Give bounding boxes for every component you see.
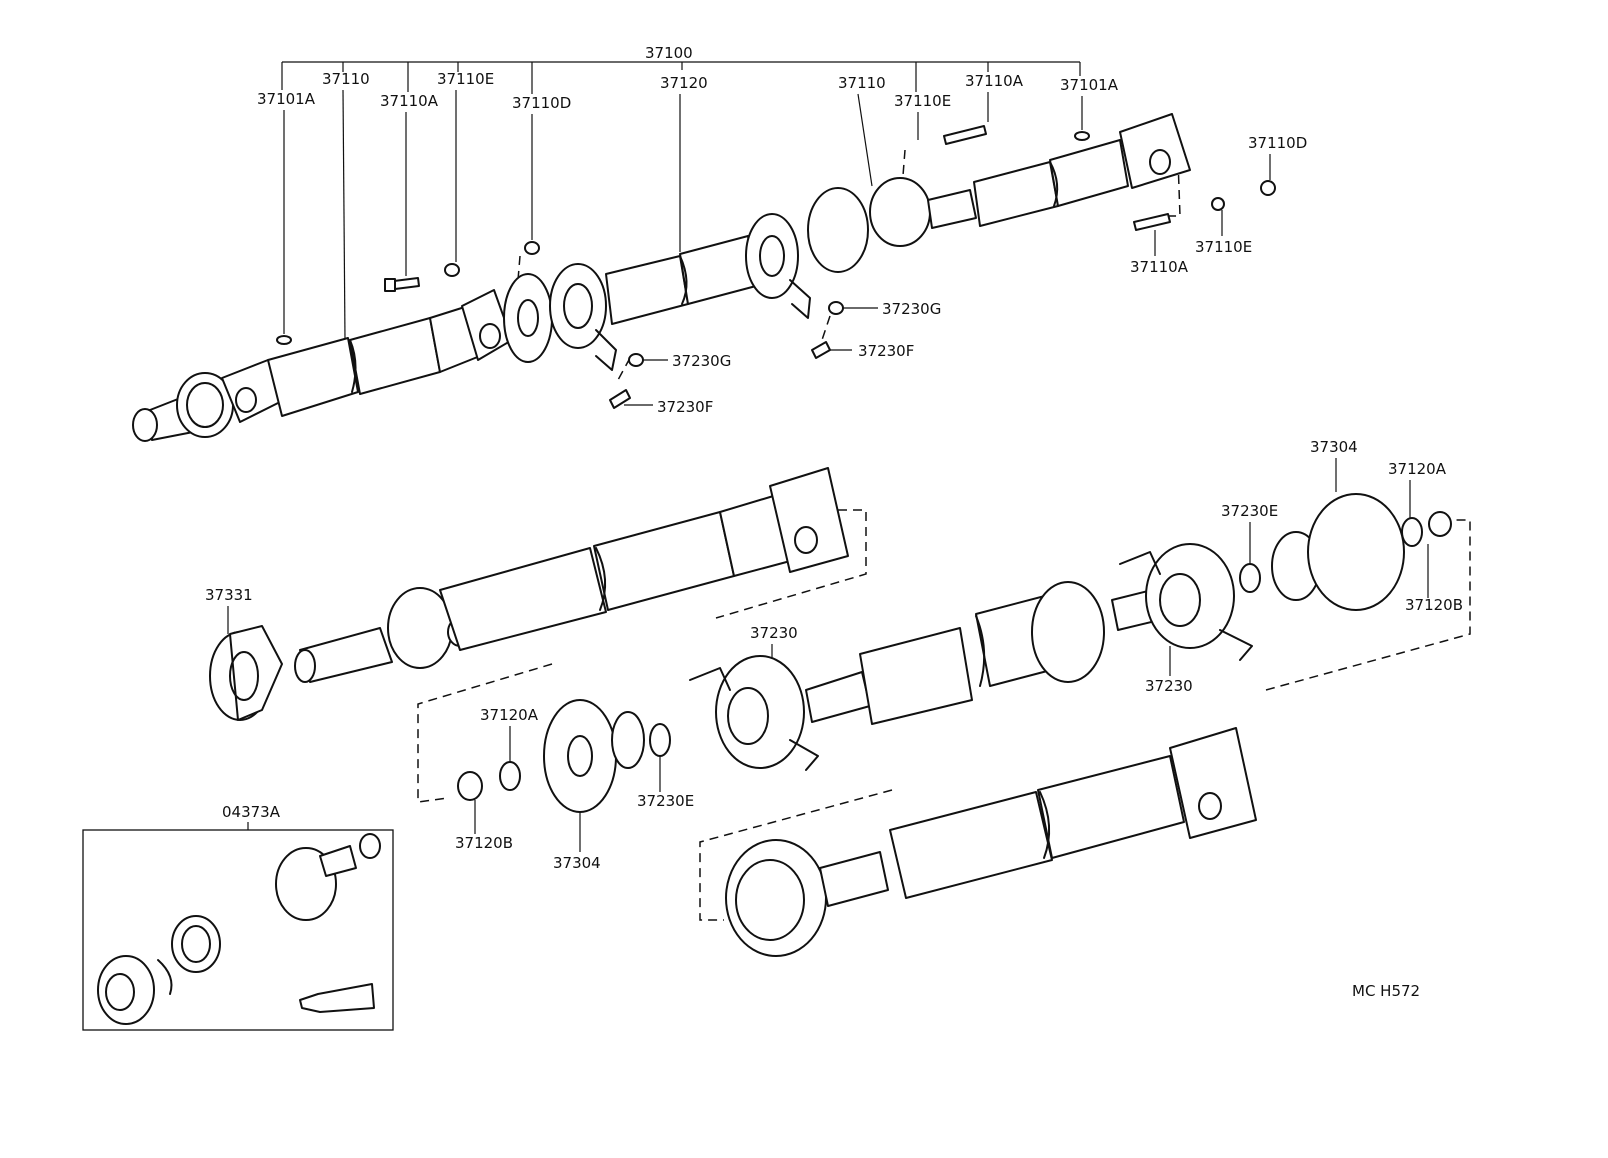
washer-37120a-left-icon	[499, 761, 521, 791]
label-37230g-left: 37230G	[672, 352, 731, 370]
label-37230g-right: 37230G	[882, 300, 941, 318]
label-37110a-lower: 37110A	[1130, 258, 1189, 276]
label-37230-left: 37230	[750, 624, 798, 642]
part-labels: 37100 37110 37110E 37101A 37110A 37110D …	[205, 44, 1463, 1000]
nut-icon	[444, 263, 460, 277]
cv-boot-kit-icon	[275, 847, 337, 921]
label-37101a-right: 37101A	[1060, 76, 1119, 94]
label-37230f-right: 37230F	[858, 342, 914, 360]
rear-shaft-section	[725, 727, 1257, 957]
label-37110e-lower: 37110E	[1195, 238, 1252, 256]
label-37110d-right: 37110D	[1248, 134, 1307, 152]
flange-37304-icon	[1307, 493, 1405, 611]
end-yoke-rear-icon	[1169, 727, 1257, 839]
tube-37110-right-icon	[973, 161, 1059, 227]
hardware-top	[276, 125, 1276, 409]
center-bearing-icon	[549, 263, 607, 349]
label-04373a: 04373A	[222, 803, 281, 821]
tube-37120-icon	[605, 255, 689, 325]
label-37230e-left: 37230E	[637, 792, 694, 810]
label-37120: 37120	[660, 74, 708, 92]
label-37110a-right: 37110A	[965, 72, 1024, 90]
tube-center-icon	[859, 627, 973, 725]
label-37120a-right: 37120A	[1388, 460, 1447, 478]
bolt-icon-2	[609, 389, 631, 409]
splined-shaft-icon	[805, 671, 871, 723]
companion-flange-icon	[503, 273, 553, 363]
label-37110-left: 37110	[322, 70, 370, 88]
label-37230-right: 37230	[1145, 677, 1193, 695]
label-37120a-left: 37120A	[480, 706, 539, 724]
oil-seal-37331	[209, 625, 283, 721]
washer-icon	[276, 335, 292, 345]
label-37110d-left: 37110D	[512, 94, 571, 112]
nut-icon-2	[524, 241, 540, 255]
center-bearing-37230-left-icon	[715, 655, 805, 769]
label-37120b-left: 37120B	[455, 834, 513, 852]
label-37100: 37100	[645, 44, 693, 62]
label-37110e-right: 37110E	[894, 92, 951, 110]
flange-center-icon	[1031, 581, 1105, 683]
tube-rear-icon	[889, 791, 1053, 899]
lower-flange-parts	[457, 699, 671, 813]
bolt-icon-3	[811, 341, 831, 359]
leader-lines	[227, 61, 1429, 852]
center-bearing-37230-right-icon	[1145, 543, 1235, 649]
grease-tube-icon	[299, 983, 375, 1013]
label-37101a-left: 37101A	[257, 90, 316, 108]
cv-boot-icon	[869, 177, 931, 247]
propeller-shaft-assembly	[132, 113, 1191, 442]
label-37110-right: 37110	[838, 74, 886, 92]
nut-icon-5	[1260, 180, 1276, 196]
bolt-icon-5	[1133, 213, 1171, 231]
tube-front-icon	[439, 547, 607, 651]
kit-box	[82, 829, 394, 1031]
center-bearing-2-icon	[745, 213, 799, 299]
flange-37304-left-icon	[543, 699, 617, 813]
label-37304-right: 37304	[1310, 438, 1358, 456]
gasket-icon	[171, 915, 221, 973]
center-section	[689, 493, 1452, 771]
label-37230e-right: 37230E	[1221, 502, 1278, 520]
front-shaft-section	[294, 467, 849, 683]
diagram-code: MC H572	[1352, 982, 1420, 1000]
washer-icon-2	[1074, 131, 1090, 141]
label-37331: 37331	[205, 586, 253, 604]
boot-kit-04373a	[82, 829, 394, 1031]
end-yoke-front-icon	[769, 467, 849, 573]
tube-37110-left-icon	[267, 337, 359, 417]
nut-icon-6	[1211, 197, 1225, 211]
label-37120b-right: 37120B	[1405, 596, 1463, 614]
label-37304-left: 37304	[553, 854, 601, 872]
nut-icon-3	[628, 353, 644, 367]
flange-37110-icon	[807, 187, 869, 273]
label-37110e-left: 37110E	[437, 70, 494, 88]
snap-ring-left-icon	[649, 723, 671, 757]
bolt-icon-4	[943, 125, 987, 145]
snap-ring-icon	[1239, 563, 1261, 593]
nut-37120b-icon	[1428, 511, 1452, 537]
washer-37120a-icon	[1401, 517, 1423, 547]
nut-37120b-left-icon	[457, 771, 483, 801]
label-37230f-left: 37230F	[657, 398, 713, 416]
nut-icon-4	[828, 301, 844, 315]
label-37110a-left: 37110A	[380, 92, 439, 110]
